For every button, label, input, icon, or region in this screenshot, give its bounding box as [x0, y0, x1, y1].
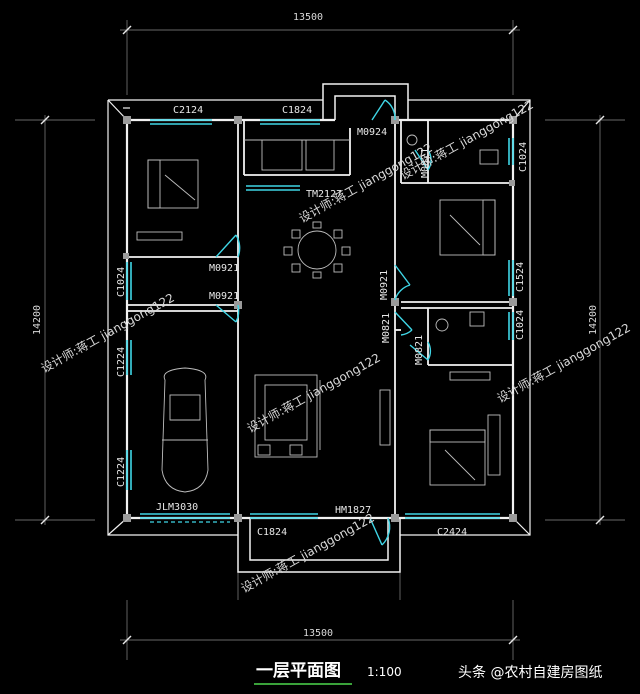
dim-left-height: 14200 — [32, 305, 43, 335]
label-c1024-left: C1024 — [116, 267, 127, 297]
label-jlm3030: JLM3030 — [156, 502, 198, 513]
doors — [215, 99, 432, 546]
label-m0921-lower: M0921 — [209, 291, 239, 302]
plan-scale: 1:100 — [367, 665, 402, 679]
label-c1224-upper: C1224 — [116, 347, 127, 377]
plan-title: 一层平面图 — [256, 661, 341, 681]
label-c1024-right: C1024 — [518, 142, 529, 172]
bottom-porch — [237, 518, 401, 573]
dimension-ticks — [40, 25, 605, 645]
label-c2424: C2424 — [437, 527, 467, 538]
windows — [126, 119, 514, 519]
top-porch — [322, 83, 409, 120]
label-hm1827: HM1827 — [335, 505, 371, 516]
dim-top-width: 13500 — [293, 12, 323, 23]
label-c1224-lower: C1224 — [116, 457, 127, 487]
dim-bottom-width: 13500 — [303, 628, 333, 639]
credit-watermark: 头条 @农村自建房图纸 — [458, 664, 602, 681]
dim-right-height: 14200 — [588, 305, 599, 335]
axis-lines — [15, 20, 625, 660]
label-c1824-top: C1824 — [282, 105, 312, 116]
label-m0821-top: M0821 — [420, 148, 431, 178]
label-m0924: M0924 — [357, 127, 387, 138]
label-m0821-right: M0821 — [381, 313, 392, 343]
label-m0921-right: M0921 — [379, 270, 390, 300]
label-m0921-upper: M0921 — [209, 263, 239, 274]
label-c1024-right2: C1024 — [515, 310, 526, 340]
label-c2124: C2124 — [173, 105, 203, 116]
label-c1824-bottom: C1824 — [257, 527, 287, 538]
opening-labels: C2124 C1824 M0924 M0821 C1024 TM2127 M09… — [116, 105, 529, 538]
label-tm2127: TM2127 — [306, 189, 342, 200]
label-c1524: C1524 — [515, 262, 526, 292]
furniture — [136, 134, 501, 493]
label-m0821-mid: M0821 — [414, 335, 425, 365]
